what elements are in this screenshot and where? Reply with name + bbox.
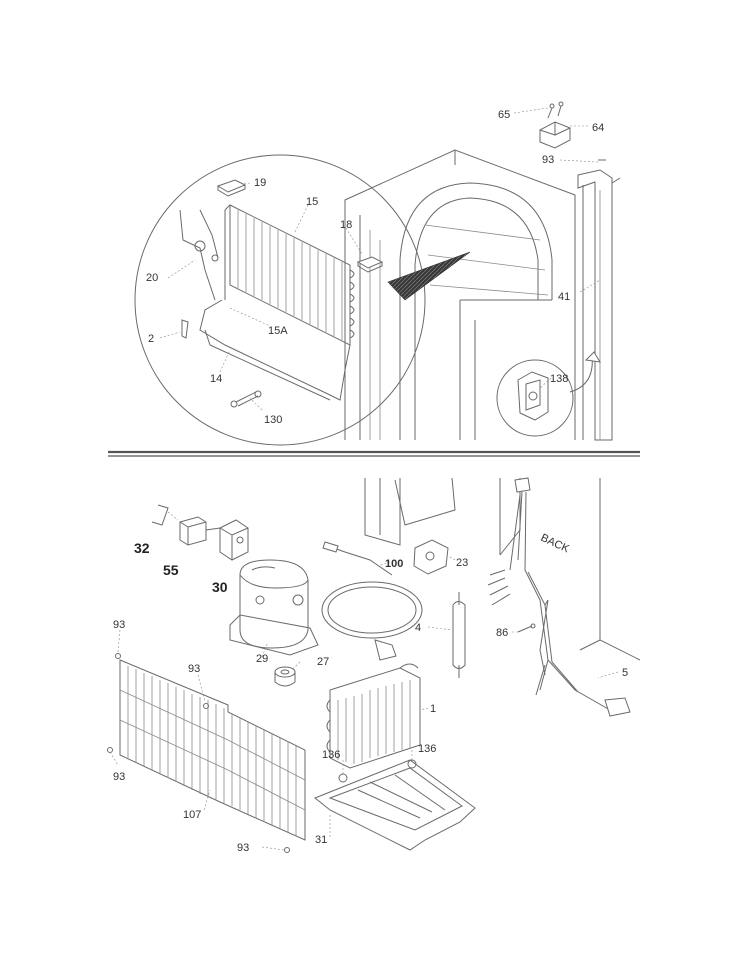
callout-19: 19 xyxy=(254,177,266,189)
callout-55: 55 xyxy=(163,562,179,578)
back-label: BACK xyxy=(539,532,572,556)
callout-32: 32 xyxy=(134,540,150,556)
relay-assembly xyxy=(151,504,249,561)
screws-93-lower xyxy=(107,629,290,853)
callout-138: 138 xyxy=(550,373,568,385)
callout-2: 2 xyxy=(148,333,154,345)
callout-15: 15 xyxy=(306,196,318,208)
callout-136-right: 136 xyxy=(418,743,436,755)
callout-100: 100 xyxy=(385,558,403,570)
callout-64: 64 xyxy=(592,122,604,134)
callout-31: 31 xyxy=(315,834,327,846)
condenser-fins xyxy=(237,210,343,340)
callout-86: 86 xyxy=(496,627,508,639)
callout-93-left-bottom: 93 xyxy=(113,771,125,783)
callout-93-grille: 93 xyxy=(188,663,200,675)
callout-labels: 65 64 93 19 15 18 20 15A 2 14 130 41 138… xyxy=(113,109,628,854)
callout-14: 14 xyxy=(210,373,222,385)
detail-138 xyxy=(496,351,601,437)
leader-lines xyxy=(159,107,619,837)
callout-5: 5 xyxy=(622,667,628,679)
callout-93-left-top: 93 xyxy=(113,619,125,631)
wiring-harness-5 xyxy=(487,477,631,717)
callout-15A: 15A xyxy=(268,325,288,337)
drain-pan-31 xyxy=(314,750,476,851)
back-text: BACK xyxy=(539,532,572,556)
callout-30: 30 xyxy=(212,579,228,595)
cover-23 xyxy=(413,539,449,575)
callout-136-left: 136 xyxy=(322,749,340,761)
grommet-27 xyxy=(274,666,296,687)
callout-1: 1 xyxy=(430,703,436,715)
callout-93: 93 xyxy=(542,154,554,166)
callout-107: 107 xyxy=(183,809,201,821)
callout-4: 4 xyxy=(415,622,421,634)
grille-107 xyxy=(119,659,306,841)
callout-130: 130 xyxy=(264,414,282,426)
condenser-1 xyxy=(326,663,421,769)
bracket-64 xyxy=(539,101,571,149)
callout-23: 23 xyxy=(456,557,468,569)
callout-93-bottom: 93 xyxy=(237,842,249,854)
callout-18: 18 xyxy=(340,219,352,231)
screw-86 xyxy=(517,623,536,633)
cabinet-lower xyxy=(364,477,641,661)
power-cord-100 xyxy=(321,541,423,661)
compressor-29 xyxy=(229,559,319,656)
section-divider xyxy=(108,450,640,457)
callout-27: 27 xyxy=(317,656,329,668)
screw-93-top xyxy=(598,159,621,184)
callout-41: 41 xyxy=(558,291,570,303)
drier-4 xyxy=(452,592,466,678)
door-liner-41 xyxy=(577,169,613,441)
condenser-magnified xyxy=(134,154,471,446)
callout-65: 65 xyxy=(498,109,510,121)
callout-20: 20 xyxy=(146,272,158,284)
callout-29: 29 xyxy=(256,653,268,665)
